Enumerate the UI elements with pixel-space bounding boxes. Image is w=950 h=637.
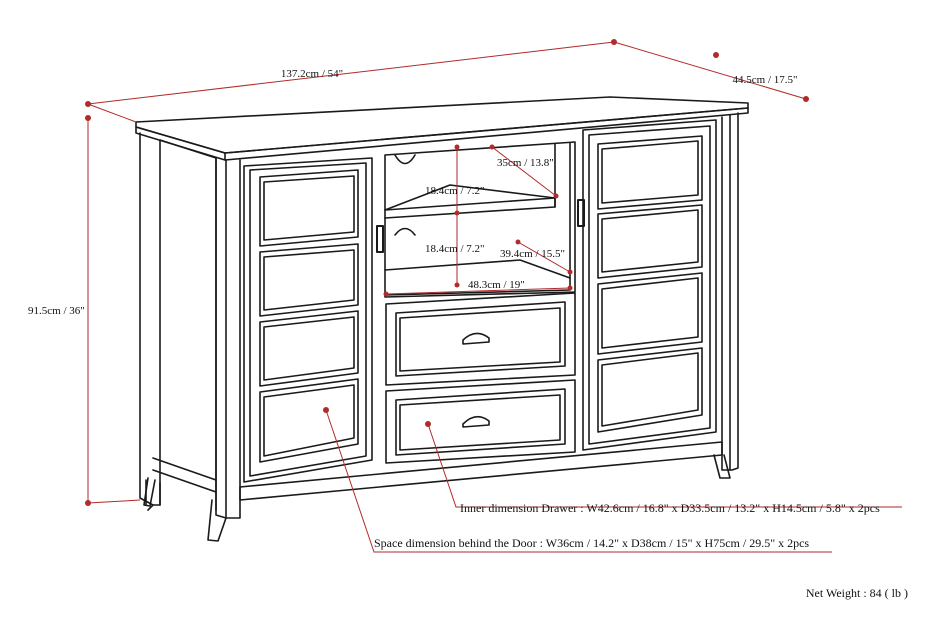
depth-line: [613, 41, 807, 100]
net-weight-label: Net Weight : 84 ( lb ): [806, 586, 908, 600]
opening-width-label: 48.3cm / 19": [468, 279, 525, 291]
upper-shelf-height-label: 18.4cm / 7.2": [425, 185, 485, 197]
shelf-depth-label: 35cm / 13.8": [497, 157, 554, 169]
depth-label: 44.5cm / 17.5": [733, 74, 798, 86]
width-line: [87, 41, 615, 105]
lower-shelf-height-label: 18.4cm / 7.2": [425, 243, 485, 255]
door-space-dimension-note: Space dimension behind the Door : W36cm …: [374, 536, 809, 550]
width-label: 137.2cm / 54": [281, 68, 343, 80]
lower-shelf-depth-label: 39.4cm / 15.5": [500, 248, 565, 260]
dimension-labels: 137.2cm / 54" 44.5cm / 17.5" 91.5cm / 36…: [28, 68, 908, 600]
drawer-dimension-note: Inner dimension Drawer : W42.6cm / 16.8"…: [460, 501, 880, 515]
dimension-lines: [85, 39, 902, 553]
height-label: 91.5cm / 36": [28, 305, 85, 317]
cabinet-drawing: [135, 96, 749, 542]
